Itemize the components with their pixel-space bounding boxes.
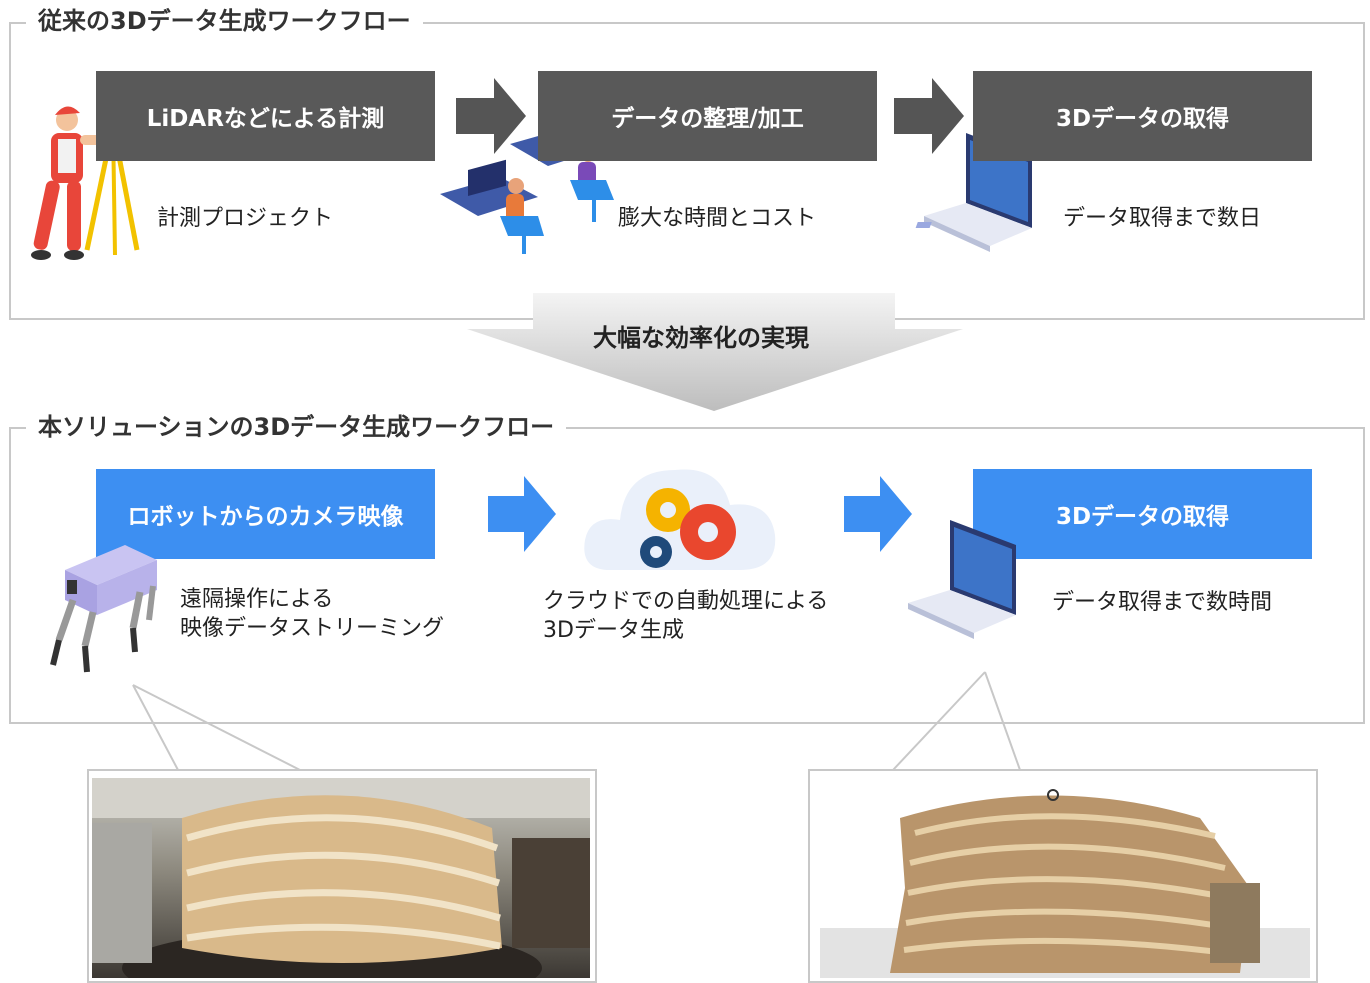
traditional-workflow-title: 従来の3Dデータ生成ワークフロー: [26, 6, 423, 36]
3d-model-image-frame: [808, 769, 1318, 983]
step-box-3d-data-acquisition: 3Dデータの取得: [973, 71, 1312, 161]
step-caption-survey-project: 計測プロジェクト: [157, 206, 334, 231]
arrow-right-icon: [456, 78, 526, 154]
laptop-illustration: [908, 520, 1016, 639]
step-box-label: ロボットからのカメラ映像: [127, 504, 404, 530]
step-box-robot-camera: ロボットからのカメラ映像: [96, 469, 435, 559]
step-box-label: 3Dデータの取得: [1055, 106, 1230, 132]
robot-dog-illustration: [50, 545, 157, 673]
efficiency-arrow: [467, 293, 963, 411]
step-caption-days: データ取得まで数日: [1063, 206, 1262, 231]
solution-workflow-frame: [9, 427, 1365, 724]
caption-line: 3Dデータ生成: [543, 618, 684, 643]
3d-reconstruction-photo: [820, 778, 1310, 978]
step-caption-cloud-processing: クラウドでの自動処理による 3Dデータ生成: [543, 587, 828, 645]
step-caption-remote-streaming: 遠隔操作による 映像データストリーミング: [180, 585, 444, 643]
efficiency-label: 大幅な効率化の実現: [593, 324, 809, 352]
bookshelf-shape: [92, 778, 590, 978]
point-cloud-shape: [820, 789, 1310, 978]
step-box-3d-data-acquisition-fast: 3Dデータの取得: [973, 469, 1312, 559]
caption-line: 映像データストリーミング: [180, 616, 445, 641]
step-caption-time-cost: 膨大な時間とコスト: [618, 206, 817, 231]
arrow-right-icon: [894, 78, 964, 154]
caption-line: 遠隔操作による: [180, 587, 334, 612]
solution-workflow-title: 本ソリューションの3Dデータ生成ワークフロー: [26, 412, 567, 442]
camera-image-frame: [87, 769, 597, 983]
step-box-data-processing: データの整理/加工: [538, 71, 877, 161]
step-box-label: データの整理/加工: [611, 106, 804, 132]
step-box-lidar-measurement: LiDARなどによる計測: [96, 71, 435, 161]
step-box-label: LiDARなどによる計測: [146, 106, 385, 132]
arrow-right-blue-icon: [488, 476, 556, 552]
step-box-label: 3Dデータの取得: [1055, 504, 1230, 530]
step-caption-hours: データ取得まで数時間: [1052, 590, 1273, 615]
robot-camera-photo: [92, 778, 590, 978]
cloud-gears-icon: [584, 469, 776, 570]
caption-line: クラウドでの自動処理による: [543, 589, 829, 614]
arrow-right-blue-icon: [844, 476, 912, 552]
